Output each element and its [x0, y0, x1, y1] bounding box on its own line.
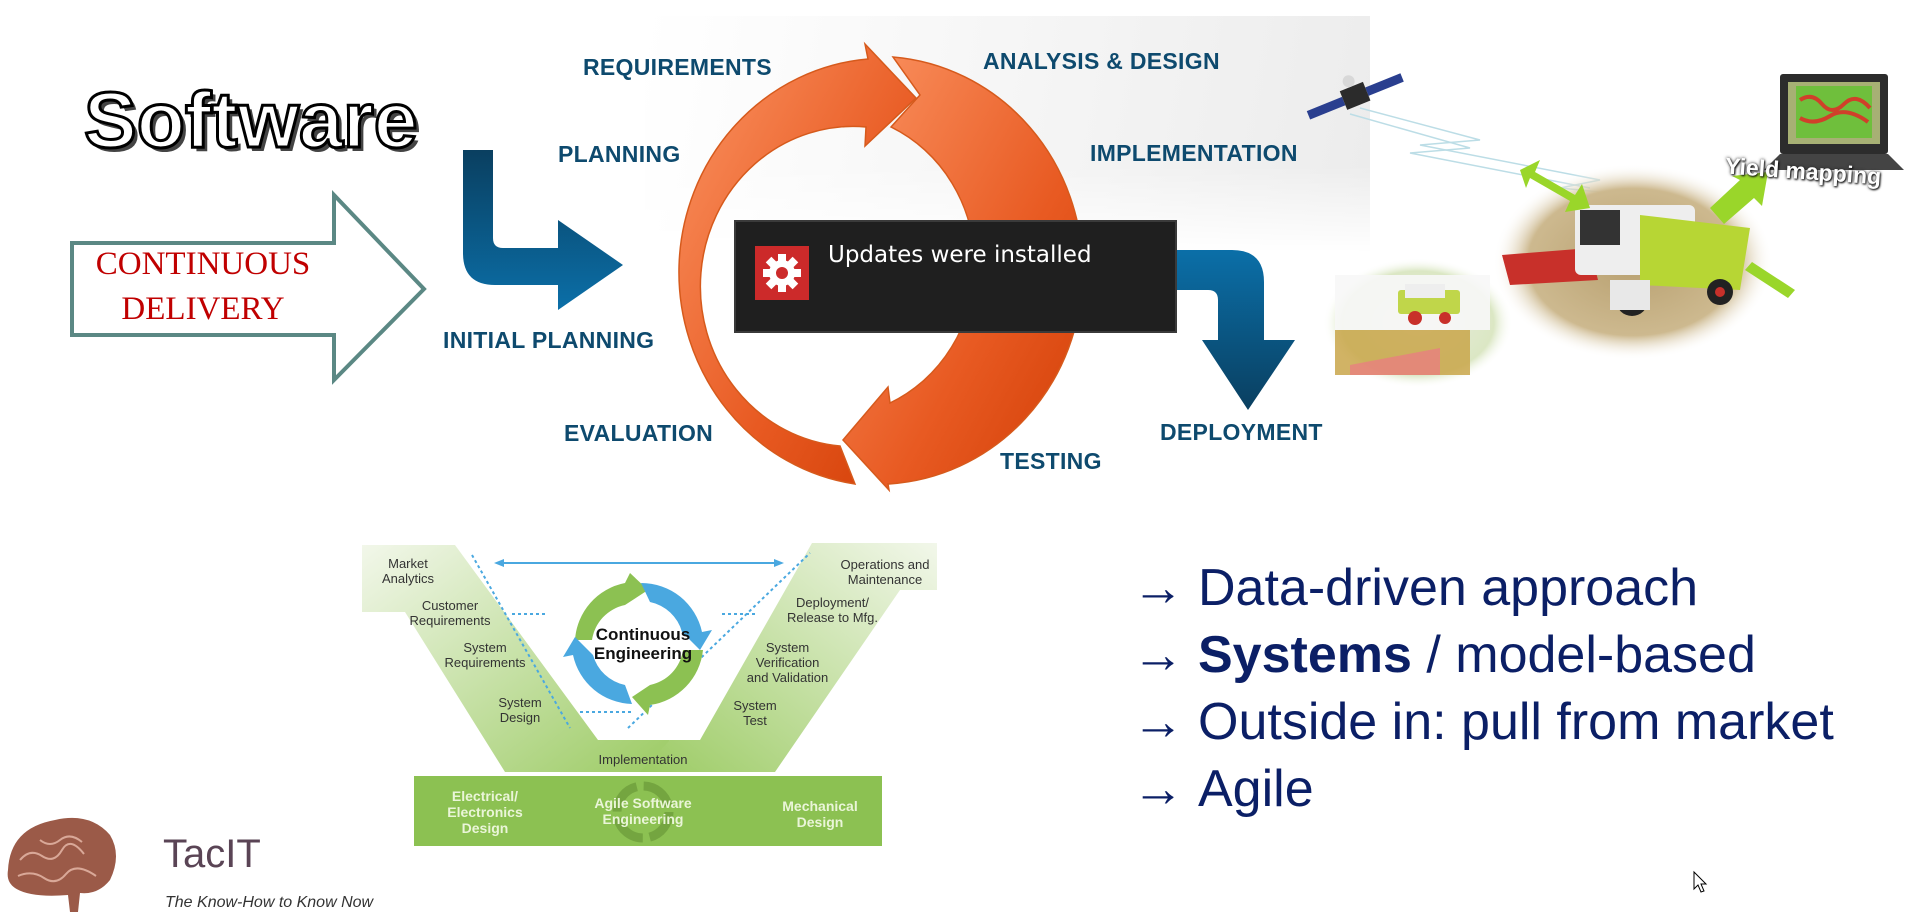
- v-label-deployment-release: Deployment/ Release to Mfg.: [786, 595, 879, 625]
- initial-planning-arrow: [463, 150, 623, 310]
- tacit-brain-logo: [7, 817, 117, 912]
- v-label-system-requirements: System Requirements: [444, 640, 526, 670]
- v-label-operations-maintenance: Operations and Maintenance: [840, 557, 930, 587]
- label-evaluation: EVALUATION: [564, 420, 714, 446]
- continuous-engineering-label: Continuous Engineering: [593, 625, 693, 663]
- company-tagline: The Know-How to Know Now: [165, 894, 374, 911]
- mouse-cursor: [1693, 870, 1708, 893]
- v-label-system-test: System Test: [733, 698, 777, 728]
- label-deployment: DEPLOYMENT: [1160, 419, 1323, 445]
- slide-title: Software: [83, 74, 420, 166]
- cycle-arrow-top: [678, 41, 918, 485]
- v-label-system-design: System Design: [498, 695, 542, 725]
- label-implementation: IMPLEMENTATION: [1090, 140, 1298, 166]
- label-analysis-design: ANALYSIS & DESIGN: [983, 48, 1220, 74]
- label-testing: TESTING: [1000, 448, 1102, 474]
- continuous-delivery-label: CONTINUOUS DELIVERY: [72, 242, 334, 332]
- arrow-icon: →: [1132, 559, 1184, 617]
- continuous-delivery-arrow: [70, 190, 427, 385]
- deployment-arrow: [1170, 250, 1295, 410]
- v-label-customer-requirements: Customer Requirements: [409, 598, 491, 628]
- bullet-item: →Agile: [1132, 760, 1314, 818]
- label-requirements: REQUIREMENTS: [583, 54, 772, 80]
- bullet-item: →Systems / model-based: [1132, 626, 1756, 684]
- agile-cycle-icon: [612, 781, 674, 843]
- update-notification-toast[interactable]: Updates were installed: [734, 220, 1177, 333]
- bullet-item: →Outside in: pull from market: [1132, 693, 1834, 751]
- notification-message: Updates were installed: [828, 242, 1092, 268]
- v-box-electrical-design: Electrical/ Electronics Design: [447, 788, 523, 836]
- v-box-mechanical-design: Mechanical Design: [782, 798, 858, 830]
- arrow-icon: →: [1132, 760, 1184, 818]
- bullet-list: →Data-driven approach →Systems / model-b…: [1132, 555, 1834, 823]
- gear-icon: [755, 246, 809, 300]
- v-left-arm: [362, 545, 670, 772]
- v-label-system-verification: System Verification and Validation: [746, 640, 829, 685]
- precision-farming-illustration: [1306, 73, 1904, 388]
- label-initial-planning: INITIAL PLANNING: [443, 327, 655, 353]
- continuous-delivery-line1: CONTINUOUS: [95, 246, 311, 282]
- continuous-delivery-line2: DELIVERY: [121, 291, 285, 327]
- v-label-implementation: Implementation: [598, 752, 688, 767]
- label-planning: PLANNING: [558, 141, 681, 167]
- bullet-item: →Data-driven approach: [1132, 559, 1699, 617]
- v-model-diagram: [362, 543, 937, 846]
- continuous-engineering-cycle-icon: [563, 573, 712, 715]
- v-box-agile-software: Agile Software Engineering: [594, 795, 692, 827]
- laptop-map-icon: [1764, 74, 1904, 170]
- company-logo-name: TacIT: [163, 832, 261, 876]
- arrow-icon: →: [1132, 626, 1184, 684]
- v-right-arm: [640, 543, 937, 772]
- v-label-market-analytics: Market Analytics: [381, 556, 435, 586]
- arrow-icon: →: [1132, 693, 1184, 751]
- satellite-icon: [1306, 73, 1404, 120]
